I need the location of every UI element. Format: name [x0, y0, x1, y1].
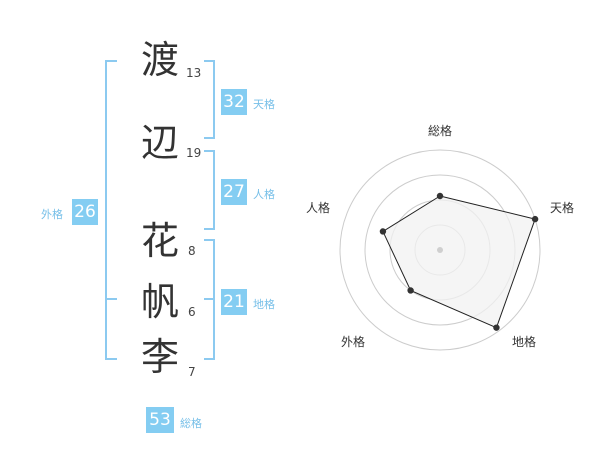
radar-axis-label-tenkaku: 天格 — [550, 200, 574, 215]
bracket-outer — [105, 60, 117, 360]
soukaku-value-badge: 53 — [146, 407, 174, 433]
radar-point-2 — [531, 215, 539, 223]
gaikaku-value-badge: 26 — [72, 199, 98, 225]
bracket-outer-tick — [105, 298, 117, 300]
radar-point-5 — [379, 228, 387, 235]
stroke-count-1: 13 — [186, 66, 202, 80]
stroke-count-5: 7 — [188, 365, 196, 379]
tenkaku-value-badge: 32 — [221, 89, 247, 115]
jinkaku-value-badge: 27 — [221, 179, 247, 205]
bracket-right-bottom-tick — [204, 298, 215, 300]
name-char-1: 渡 — [140, 38, 179, 82]
jinkaku-label: 人格 — [253, 188, 275, 201]
stroke-count-2: 19 — [186, 146, 202, 160]
chikaku-value-badge: 21 — [221, 289, 247, 315]
name-char-2: 辺 — [140, 121, 179, 165]
chikaku-label: 地格 — [253, 298, 275, 311]
radar-axis-label-soukaku: 総格 — [428, 123, 452, 138]
radar-center — [437, 247, 443, 253]
bracket-right-middle — [204, 150, 215, 230]
bracket-right-top — [204, 60, 215, 139]
radar-point-3 — [493, 324, 500, 331]
radar-axis-label-jinkaku: 人格 — [306, 200, 330, 215]
gaikaku-label: 外格 — [41, 208, 63, 221]
name-char-3: 花 — [140, 219, 179, 263]
radar-axis-label-chikaku: 地格 — [512, 334, 536, 349]
radar-area — [382, 195, 536, 329]
soukaku-label: 総格 — [180, 417, 202, 430]
radar-ring — [339, 149, 541, 351]
radar-point-1 — [436, 192, 444, 200]
name-char-4: 帆 — [140, 280, 179, 324]
name-char-5: 李 — [140, 335, 179, 379]
stroke-count-3: 8 — [188, 244, 196, 258]
radar-point-4 — [407, 287, 414, 294]
tenkaku-label: 天格 — [253, 98, 275, 111]
stroke-count-4: 6 — [188, 305, 196, 319]
radar-axis-label-gaikaku: 外格 — [341, 334, 365, 349]
